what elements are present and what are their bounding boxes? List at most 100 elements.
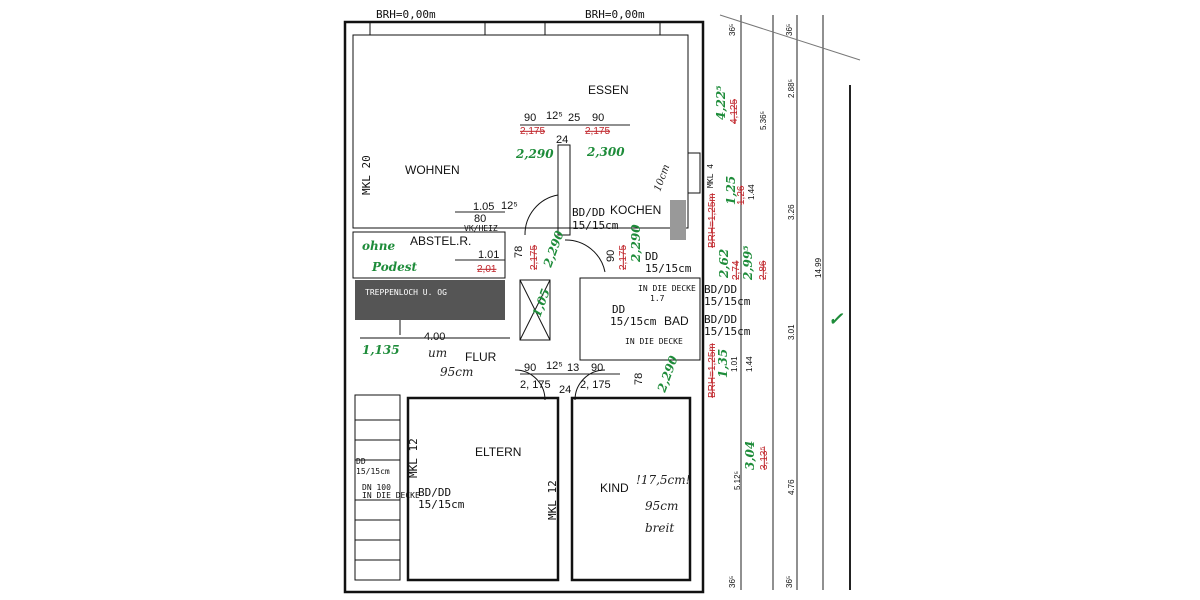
dimension: 12⁵ <box>546 360 563 372</box>
dimension: 2.88⁵ <box>787 79 796 98</box>
opening-size: 15/15cm <box>645 262 692 275</box>
door-swing <box>524 194 559 236</box>
dimension-corrected: 2,99⁵ <box>741 246 755 281</box>
door-swing <box>574 369 606 401</box>
dimension: 36⁵ <box>728 24 737 36</box>
room-flur: FLUR <box>465 350 497 364</box>
door-swing <box>564 239 606 273</box>
dimension: 5.12⁵ <box>733 471 742 490</box>
note-um: um <box>428 346 447 360</box>
dimension: 25 <box>568 112 580 124</box>
dimension: 24 <box>559 384 571 396</box>
dimension: 90 <box>591 362 603 374</box>
opening-note: 1.7 <box>650 294 665 303</box>
dimension: 1.01 <box>478 249 499 261</box>
wohnen-essen-outline <box>352 34 689 229</box>
dimension: 5.36⁵ <box>759 111 768 130</box>
opening-label: DD <box>356 457 366 466</box>
kind-outline <box>570 396 692 582</box>
opening-note: DN 100 <box>362 483 391 492</box>
room-treppenloch: TREPPENLOCH U. OG <box>365 288 447 297</box>
opening-label: DD <box>645 250 658 263</box>
opening-size: 15/15cm <box>418 498 465 511</box>
window-top-right <box>544 21 661 36</box>
dimension: 4.00 <box>424 331 445 343</box>
dimension-lines <box>455 14 861 590</box>
opening-label: BD/DD <box>418 486 451 499</box>
note-kitchen: 10cm <box>652 163 672 193</box>
dimension: 3.26 <box>787 204 796 220</box>
wall-mkl12-b: MKL 12 <box>546 480 559 520</box>
dimension-corrected: 2,300 <box>586 145 625 159</box>
dimension: 78 <box>513 246 525 258</box>
note-stair-width: 1,135 <box>362 343 400 357</box>
dimension-struck: 2,175 <box>529 245 540 270</box>
dimension-corrected: 1,05 <box>530 287 553 319</box>
dimension: 80 <box>474 213 486 225</box>
dimension: 12⁵ <box>546 110 563 122</box>
dimension-struck: 3,13⁵ <box>759 446 770 470</box>
opening-label: BD/DD <box>704 283 737 296</box>
sill-height-struck: BRH=1,25m <box>707 343 718 398</box>
abstel-outline <box>352 231 506 279</box>
opening-size: 15/15cm <box>704 295 751 308</box>
dimension-corrected: 4,22⁵ <box>714 86 728 120</box>
dimension: 2, 175 <box>580 379 611 391</box>
dimension: 14.99 <box>814 257 823 278</box>
dimension-corrected: 2,290 <box>540 228 567 270</box>
room-bad: BAD <box>664 314 689 328</box>
opening-size: 15/15cm <box>610 315 657 328</box>
sill-height-left: BRH=0,00m <box>376 8 436 21</box>
stair-treads <box>355 320 510 561</box>
shaft-cross <box>519 279 551 341</box>
dimension-struck: 2,86 <box>758 260 769 280</box>
dimension: 36⁵ <box>728 576 737 588</box>
dimension: 12⁵ <box>501 200 518 212</box>
dimension: 13 <box>567 362 579 374</box>
dimension-corrected: 3,04 <box>743 441 757 470</box>
dimension: 2, 175 <box>520 379 551 391</box>
room-wohnen: WOHNEN <box>405 163 460 177</box>
room-kochen: KOCHEN <box>610 203 661 217</box>
dimension-corrected: 2,290 <box>629 224 643 263</box>
chimney <box>687 152 701 194</box>
room-essen: ESSEN <box>588 83 629 97</box>
dimension-struck: 2,01 <box>477 264 497 275</box>
wall-mkl4: MKL 4 <box>706 164 715 188</box>
room-kind: KIND <box>600 481 629 495</box>
sink <box>670 200 686 240</box>
dimension-corrected: 2,62 <box>717 249 731 279</box>
dimension: 90 <box>605 250 617 262</box>
dimension-struck: 2,74 <box>731 260 742 280</box>
opening-note: IN DIE DECKE <box>625 337 683 346</box>
dimension: 1.01 <box>730 356 739 372</box>
note-95cm: 95cm <box>440 365 473 379</box>
dimension: 4.76 <box>787 479 796 495</box>
note-ohne: ohne <box>362 239 395 253</box>
opening-label: DD <box>612 303 625 316</box>
opening-note: IN DIE DECKE <box>638 284 696 293</box>
dimension-struck: 4,125 <box>729 99 740 124</box>
dimension-struck: 2,175 <box>585 126 610 137</box>
stair-lower <box>354 394 401 581</box>
opening-size: 15/15cm <box>356 467 390 476</box>
bad-outline <box>579 277 701 361</box>
room-abstel: ABSTEL.R. <box>410 234 471 248</box>
opening-note: IN DIE DECKE <box>362 491 420 500</box>
opening-size: 15/15cm <box>704 325 751 338</box>
dimension-struck: 2,175 <box>618 245 629 270</box>
outer-wall <box>343 20 705 594</box>
dimension: 1.05 <box>473 201 494 213</box>
opening-size: 15/15cm <box>572 219 619 232</box>
sill-height-struck: BRH=1,25m <box>707 193 718 248</box>
walls <box>343 20 705 594</box>
dimension: 90 <box>524 362 536 374</box>
dimension-corrected: 1,35 <box>716 349 730 378</box>
room-eltern: ELTERN <box>475 445 521 459</box>
dimension: 36⁵ <box>785 576 794 588</box>
kitchen-partition <box>557 144 571 236</box>
note-kind-breit: breit <box>645 521 674 535</box>
dimension: 1.44 <box>745 356 754 372</box>
sill-height-right: BRH=0,00m <box>585 8 645 21</box>
